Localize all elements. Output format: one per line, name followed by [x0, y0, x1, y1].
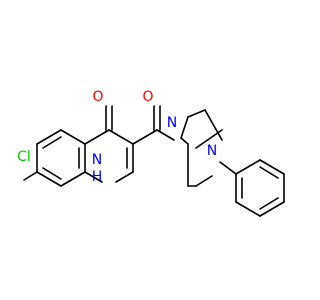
- bond: [84, 129, 110, 145]
- bond: [187, 109, 206, 118]
- bond: [108, 129, 134, 145]
- bond: [42, 167, 62, 180]
- bond: [219, 161, 237, 175]
- bond: [195, 129, 223, 149]
- oxygen-ketone-label: O: [92, 89, 103, 105]
- pyridinone-ring: [84, 105, 134, 183]
- bond: [259, 197, 279, 210]
- bond: [259, 166, 279, 179]
- piperazine-ring: [180, 109, 223, 187]
- bond: [259, 159, 285, 175]
- bond: [36, 129, 62, 145]
- nitrogen-piperazine-2-label: N: [207, 143, 217, 159]
- bond: [23, 171, 38, 181]
- bond: [156, 129, 175, 141]
- bond: [42, 136, 62, 149]
- nitrogen-nh-h-label: H: [92, 169, 103, 185]
- bond: [36, 171, 62, 187]
- nitrogen-nh-label: N: [92, 152, 102, 168]
- bond: [259, 201, 285, 217]
- bond: [132, 129, 158, 145]
- bond: [60, 129, 86, 145]
- bond: [180, 116, 189, 139]
- bond: [115, 171, 134, 183]
- bond: [195, 175, 213, 187]
- benzene-ring-quinoline: [36, 129, 86, 187]
- amide-linker: [132, 105, 175, 145]
- phenyl-ring: [235, 159, 285, 217]
- bond: [60, 171, 86, 187]
- oxygen-carbonyl-label: O: [142, 89, 153, 105]
- bond: [235, 201, 261, 217]
- bond: [180, 137, 189, 145]
- chlorine-label: Cl: [17, 149, 31, 165]
- bond: [235, 159, 261, 175]
- molecule-structure: O O N H N N Cl: [17, 89, 285, 217]
- bond: [204, 109, 223, 141]
- bond: [84, 171, 103, 183]
- nitrogen-piperazine-1-label: N: [167, 115, 177, 131]
